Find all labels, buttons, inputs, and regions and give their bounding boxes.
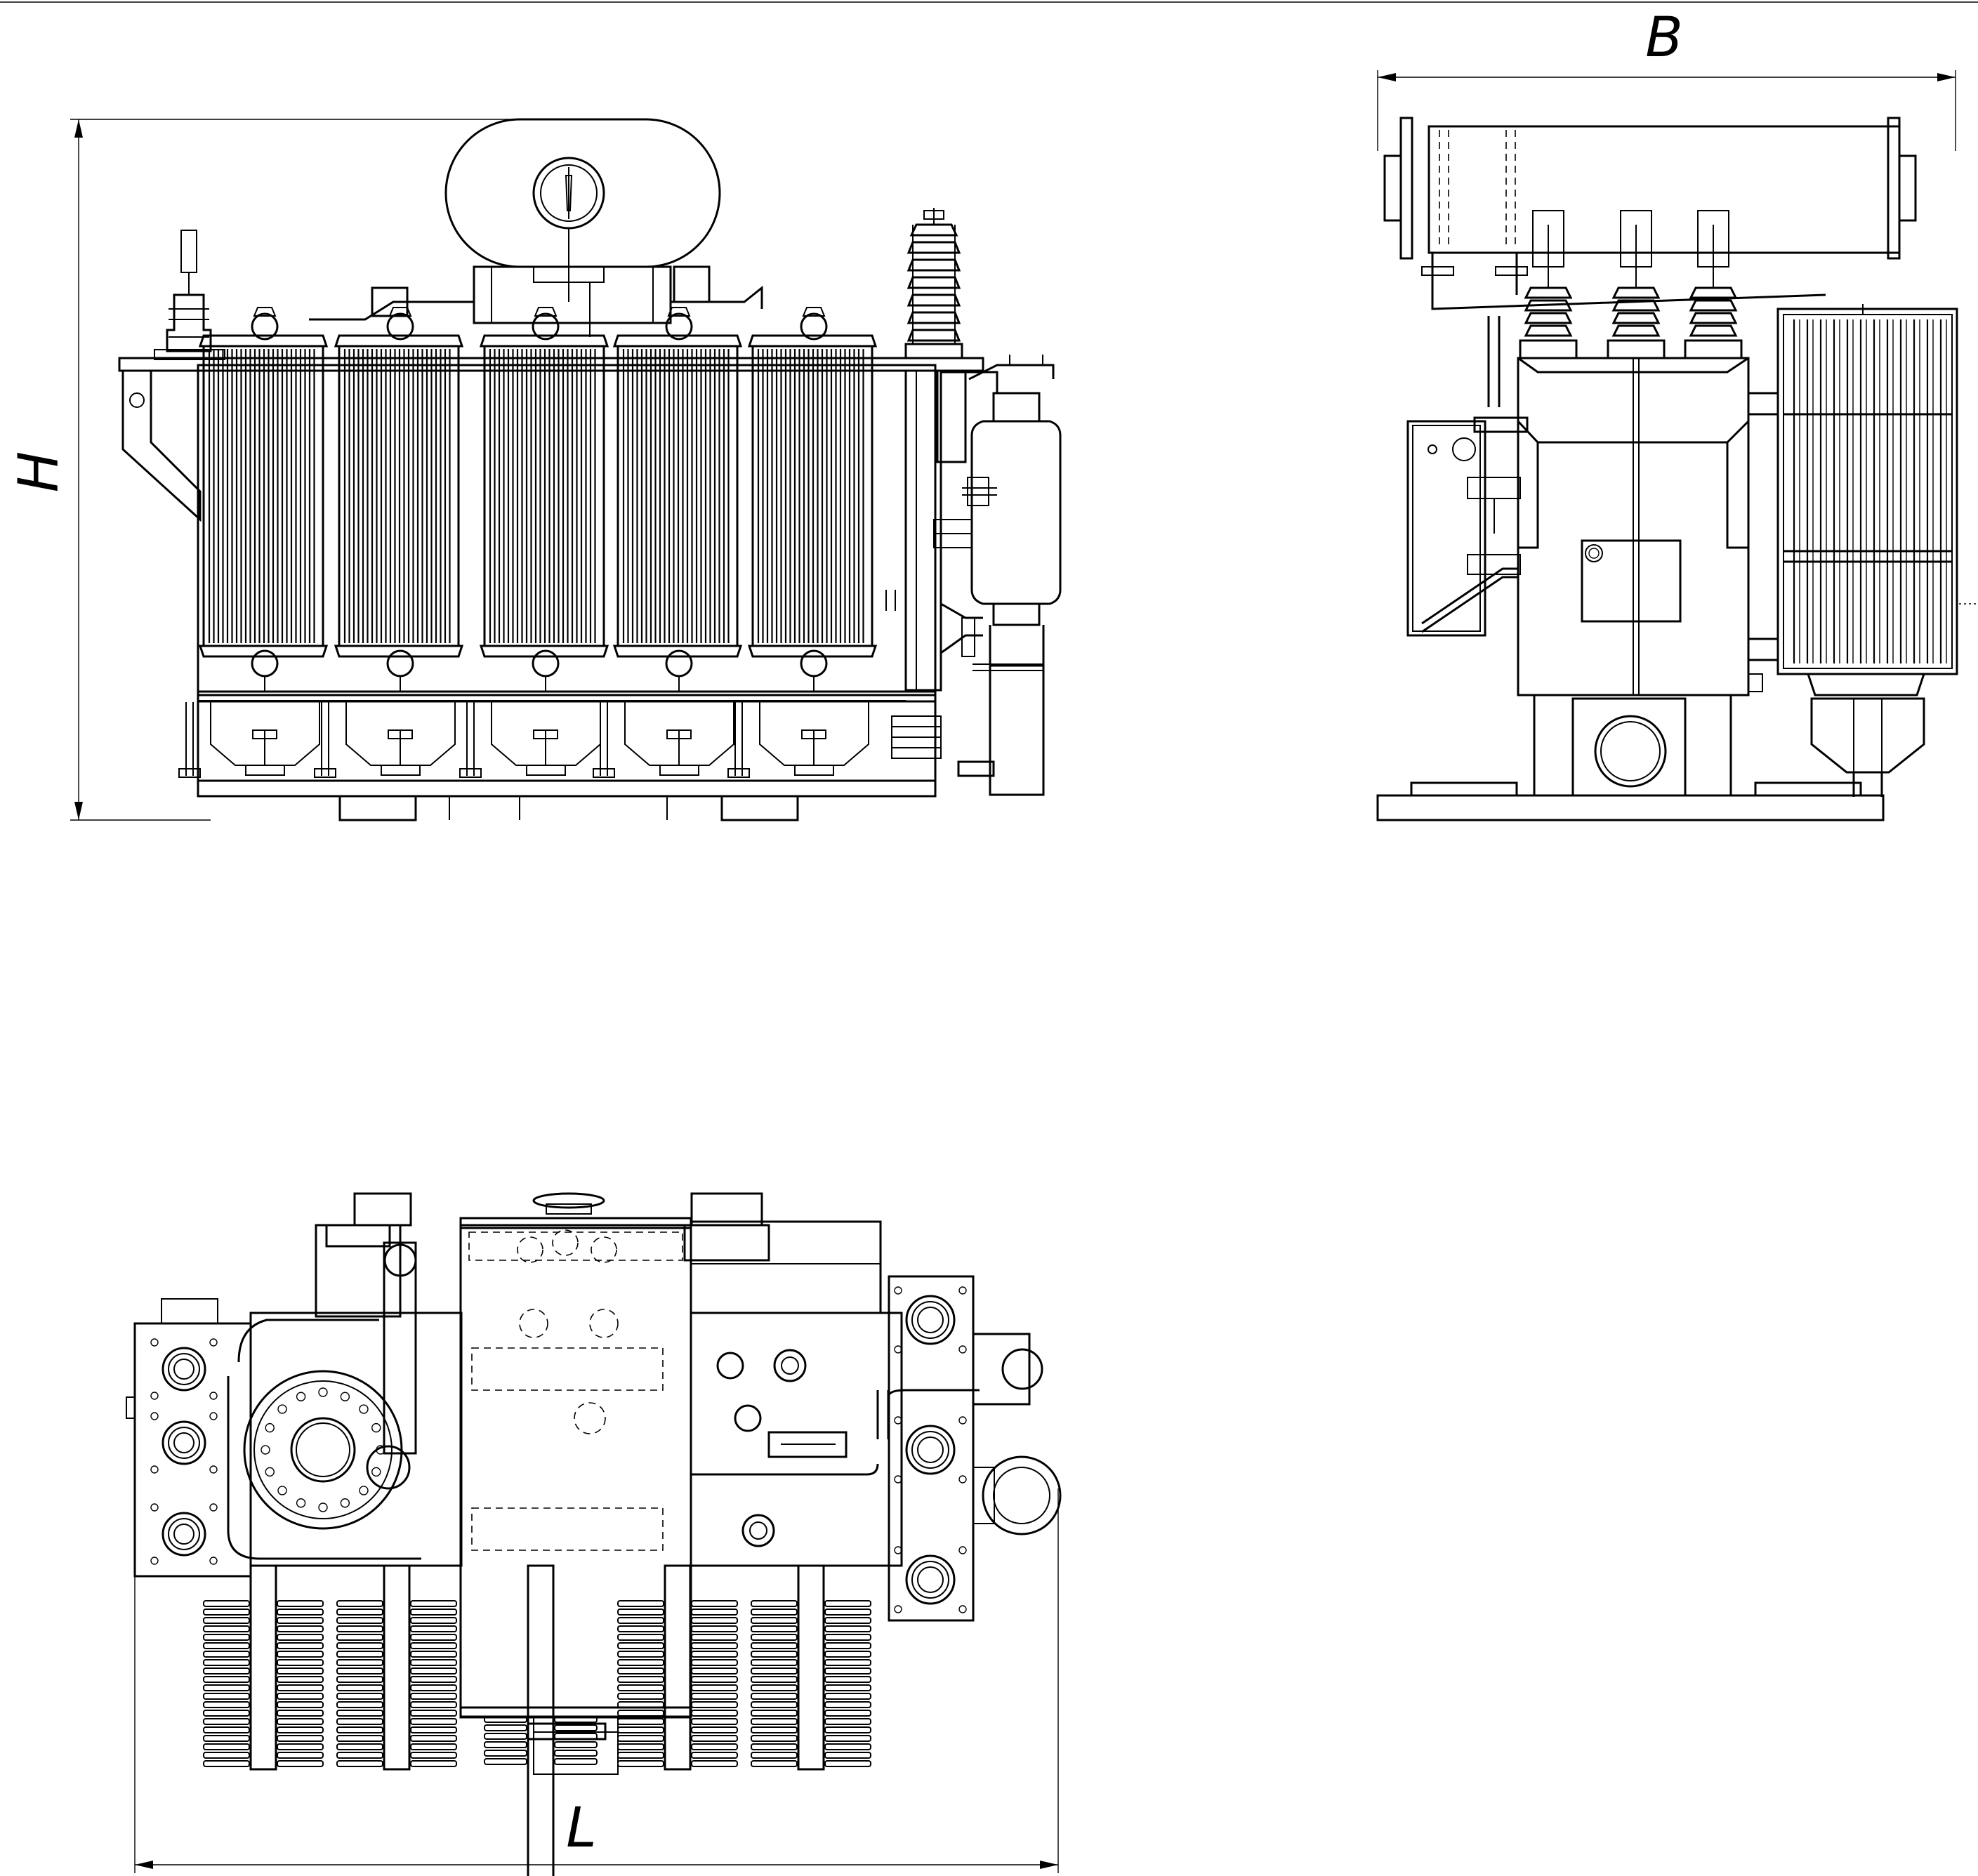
conservator [444,118,721,337]
top-radiator-2 [336,1564,457,1771]
side-bushing-2 [1607,210,1666,359]
dimension-l-label: L [566,1797,596,1860]
top-right-bushing-2 [894,1416,967,1484]
dimension-h-label: H [8,451,71,493]
top-right-bushing-1 [894,1286,967,1354]
top-right-bushings [894,1286,967,1613]
dimension-b: B [1377,6,1956,151]
side-radiator-fins [1793,319,1947,663]
side-bushing-1 [1519,210,1578,359]
top-view [126,1192,1062,1876]
front-radiator-1 [178,307,329,778]
side-bushing-3 [1684,210,1743,359]
dimension-h: H [8,119,583,821]
top-left-bushing-1 [150,1338,218,1400]
top-radiator-4 [617,1564,738,1771]
tap-changer-bolts [261,1387,385,1512]
top-left-bushings [150,1338,218,1565]
top-left-bushing-2 [150,1412,218,1474]
top-radiator-5 [751,1564,871,1771]
front-radiator-3 [459,307,609,778]
top-radiator-1 [203,1564,324,1771]
top-left-bushing-3 [150,1503,218,1565]
front-radiators [178,307,906,778]
top-right-bushing-3 [894,1546,967,1613]
dimension-b-label: B [1645,6,1683,70]
front-radiator-2 [314,307,464,778]
front-radiator-5 [727,307,878,778]
front-bushing-left [154,230,225,360]
front-view [118,118,1062,821]
side-bushings [1519,210,1743,359]
front-bushing-right [904,208,963,359]
top-radiators [203,1564,871,1876]
side-view [1376,117,1978,821]
dimension-l: L [134,1488,1059,1873]
front-radiator-4 [593,307,743,778]
